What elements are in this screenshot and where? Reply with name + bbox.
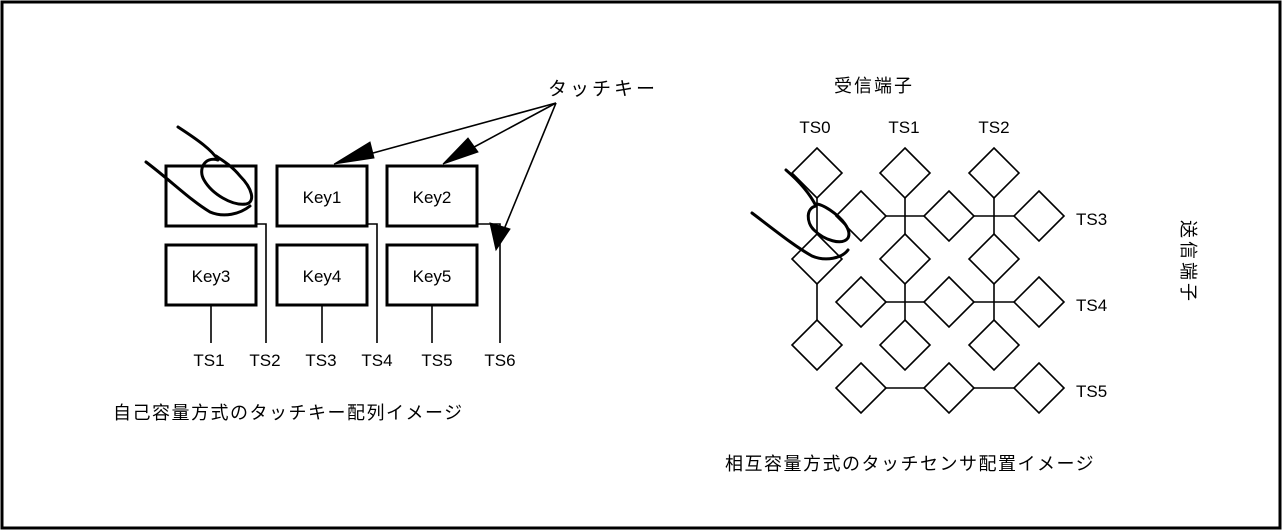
transmit-electrodes bbox=[834, 189, 1066, 415]
terminal-label: TS5 bbox=[421, 351, 452, 370]
electrode-diamond bbox=[878, 146, 932, 200]
terminal-label: TS6 bbox=[484, 351, 515, 370]
callout-arrow bbox=[497, 102, 557, 245]
electrode-diamond bbox=[922, 189, 976, 243]
electrode-diamond bbox=[967, 146, 1021, 200]
terminal-label: TS1 bbox=[193, 351, 224, 370]
callout-arrowhead bbox=[442, 137, 479, 165]
electrode-diamond bbox=[834, 361, 888, 415]
electrode-diamond bbox=[967, 232, 1021, 286]
callout-arrowhead bbox=[333, 141, 375, 165]
transmit-terminal-label: TS4 bbox=[1076, 296, 1107, 315]
self-capacitance-caption: 自己容量方式のタッチキー配列イメージ bbox=[113, 403, 464, 424]
key-label: Key4 bbox=[303, 267, 342, 286]
receive-electrodes bbox=[790, 146, 1021, 372]
receive-terminal-label: TS2 bbox=[978, 118, 1009, 137]
electrode-diamond bbox=[1012, 361, 1066, 415]
receive-terminal-label: TS0 bbox=[799, 118, 830, 137]
self-capacitance-diagram: タッチキー Key1 Key2 Key3 Key4 Key5 bbox=[113, 78, 658, 424]
key-label: Key2 bbox=[413, 188, 452, 207]
transmit-terminal-label: TS5 bbox=[1076, 382, 1107, 401]
touch-key bbox=[275, 164, 369, 228]
key-label: Key3 bbox=[192, 267, 231, 286]
finger-icon bbox=[144, 125, 254, 217]
electrode-diamond bbox=[878, 232, 932, 286]
callout-arrows bbox=[333, 102, 557, 252]
callout-arrow bbox=[339, 102, 557, 163]
electrode-diamond bbox=[1012, 189, 1066, 243]
finger-icon bbox=[750, 168, 851, 261]
electrode-diamond bbox=[922, 361, 976, 415]
mutual-capacitance-diagram: 受信端子 TS0 TS1 TS2 bbox=[725, 76, 1198, 475]
electrode-diamond bbox=[878, 318, 932, 372]
electrode-diamond bbox=[790, 146, 844, 200]
key-label: Key5 bbox=[413, 267, 452, 286]
touch-key bbox=[385, 164, 479, 228]
terminal-label: TS3 bbox=[305, 351, 336, 370]
touch-key bbox=[164, 164, 258, 228]
wire bbox=[477, 223, 501, 343]
wire bbox=[367, 223, 378, 343]
terminal-label: TS2 bbox=[249, 351, 280, 370]
electrode-diamond bbox=[1012, 275, 1066, 329]
electrode-diamond bbox=[790, 318, 844, 372]
key-label: Key1 bbox=[303, 188, 342, 207]
transmit-terminal-label: TS3 bbox=[1076, 210, 1107, 229]
transmit-terminal-title: 送信端子 bbox=[1177, 220, 1198, 304]
wire bbox=[256, 223, 267, 343]
electrode-diamond bbox=[922, 275, 976, 329]
key-wiring bbox=[210, 223, 501, 343]
receive-terminal-label: TS1 bbox=[888, 118, 919, 137]
terminal-label: TS4 bbox=[361, 351, 392, 370]
electrode-diamond bbox=[834, 275, 888, 329]
electrode-diamond bbox=[834, 189, 888, 243]
touch-key-callout-label: タッチキー bbox=[548, 78, 658, 100]
mutual-capacitance-caption: 相互容量方式のタッチセンサ配置イメージ bbox=[725, 454, 1095, 475]
electrode-diamond bbox=[967, 318, 1021, 372]
receive-terminal-title: 受信端子 bbox=[834, 76, 914, 97]
